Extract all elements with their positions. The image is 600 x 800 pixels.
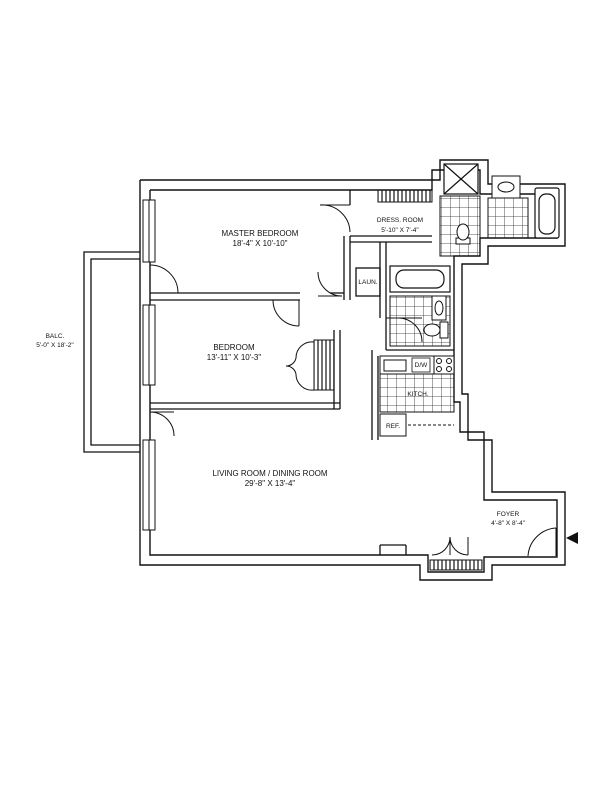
balcony-outline bbox=[83, 251, 140, 453]
dishwasher-label: D/W bbox=[415, 362, 429, 369]
bedroom-dims: 13'-11" X 10'-3" bbox=[207, 353, 262, 362]
toilet-icon bbox=[455, 223, 471, 245]
living-dining-dims: 29'-8" X 13'-4" bbox=[245, 479, 296, 488]
closet-bedroom bbox=[313, 339, 335, 391]
bathtub-icon bbox=[534, 187, 560, 239]
kitchen-name: KITCH. bbox=[407, 391, 429, 398]
master-bedroom-name: MASTER BEDROOM bbox=[222, 229, 299, 238]
hall-sink-icon bbox=[431, 295, 447, 321]
foyer-dims: 4'-8" X 8'-4" bbox=[491, 520, 526, 527]
hall-toilet-icon bbox=[423, 321, 449, 339]
bedroom-name: BEDROOM bbox=[213, 343, 255, 352]
stove-icon bbox=[433, 355, 455, 375]
interior-walls bbox=[150, 190, 454, 555]
dress-room-dims: 5'-10" X 7'-4" bbox=[381, 227, 419, 234]
master-bath-floor-2 bbox=[487, 197, 529, 239]
exterior-walls bbox=[139, 159, 566, 581]
master-bedroom-dims: 18'-4" X 10'-10" bbox=[233, 239, 288, 248]
dishwasher-box bbox=[411, 357, 431, 373]
dress-room-name: DRESS. ROOM bbox=[377, 217, 423, 224]
balcony-name: BALC. bbox=[46, 333, 65, 340]
hall-bathtub-icon bbox=[389, 265, 451, 293]
sink-icon bbox=[491, 175, 521, 199]
balcony-dims: 5'-0" X 18'-2" bbox=[36, 342, 74, 349]
door-swings bbox=[149, 204, 557, 557]
refrigerator-label: REF. bbox=[386, 423, 400, 430]
refrigerator-box bbox=[379, 413, 407, 437]
shower-icon bbox=[443, 163, 479, 195]
closet-foyer bbox=[429, 559, 483, 571]
foyer-name: FOYER bbox=[497, 511, 520, 518]
closet-master bbox=[377, 189, 433, 203]
living-dining-name: LIVING ROOM / DINING ROOM bbox=[212, 469, 327, 478]
closet-bedroom-doors bbox=[285, 341, 315, 391]
windows bbox=[142, 199, 156, 531]
kitchen-floor bbox=[379, 371, 455, 413]
laundry-label: LAUN. bbox=[358, 279, 377, 286]
entry-arrow-icon bbox=[566, 532, 578, 544]
